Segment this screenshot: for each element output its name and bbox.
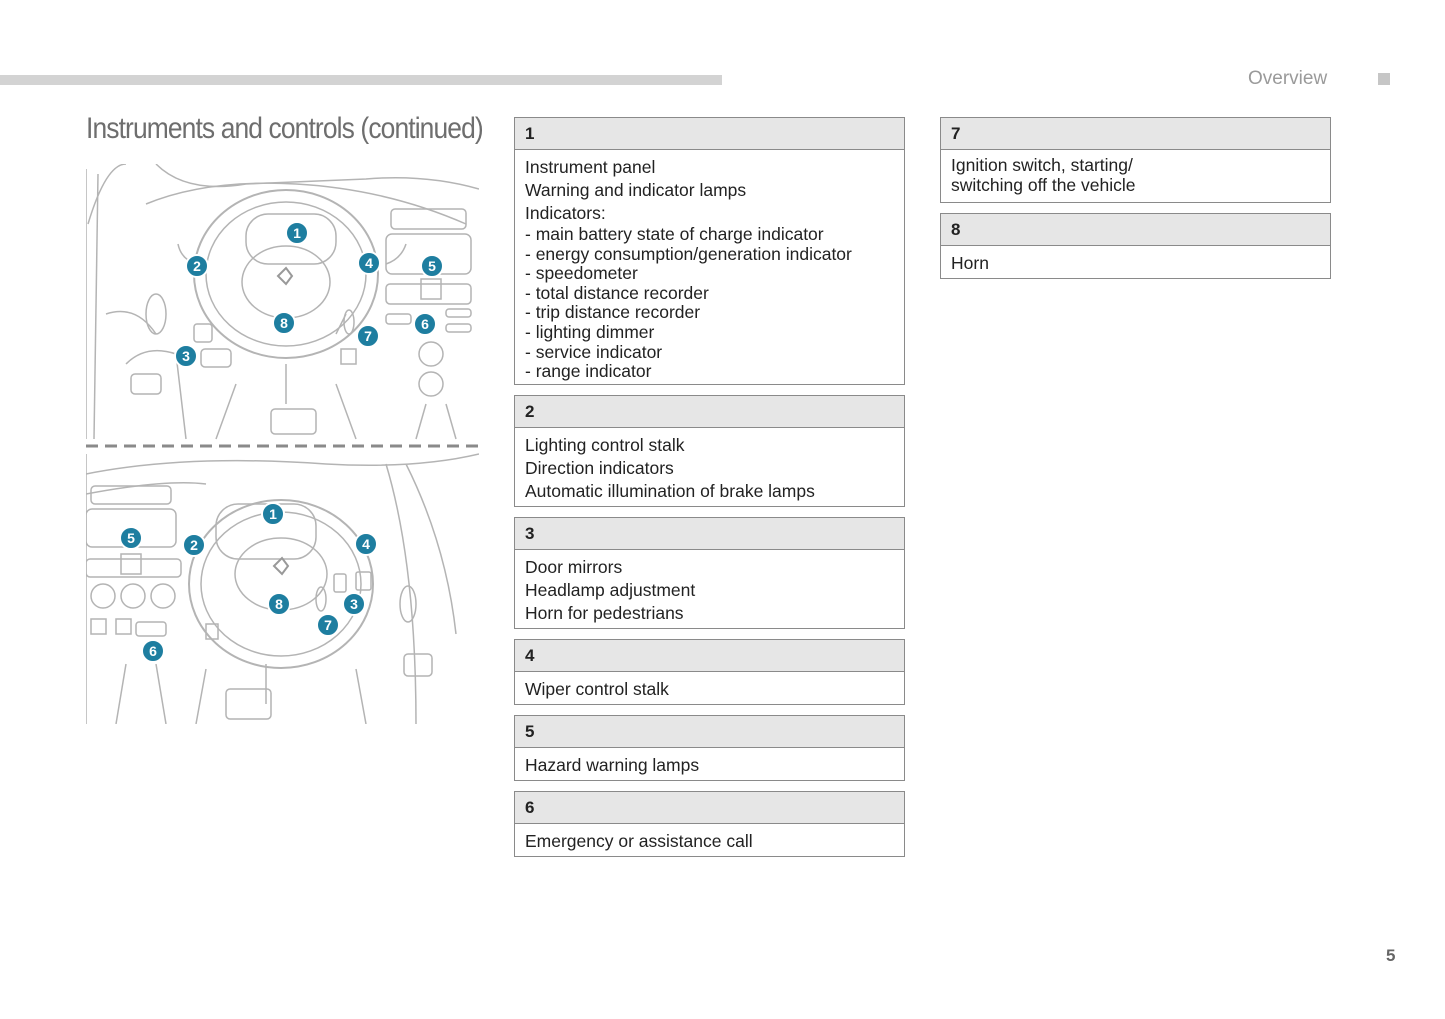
control-number: 5 — [515, 716, 904, 748]
indicator-list-item: - range indicator — [525, 361, 652, 382]
control-number: 2 — [515, 396, 904, 428]
callout-2: 2 — [182, 533, 206, 557]
svg-text:4: 4 — [362, 536, 370, 552]
control-description: Ignition switch, starting/ — [951, 155, 1133, 175]
callouts-rhd: 1 2 3 4 5 6 7 8 — [119, 502, 378, 663]
section-marker-icon — [1378, 73, 1390, 85]
svg-text:3: 3 — [182, 348, 190, 364]
callout-3: 3 — [174, 344, 198, 368]
control-description: Horn for pedestrians — [525, 603, 684, 623]
svg-text:3: 3 — [350, 596, 358, 612]
control-box-5: 5 Hazard warning lamps — [514, 715, 905, 781]
control-description: Horn — [951, 253, 989, 273]
callout-2: 2 — [185, 254, 209, 278]
control-box-6: 6 Emergency or assistance call — [514, 791, 905, 857]
indicator-list-item: - energy consumption/generation indicato… — [525, 243, 852, 264]
control-description: Automatic illumination of brake lamps — [525, 481, 815, 501]
callout-8: 8 — [272, 311, 296, 335]
callout-4: 4 — [354, 532, 378, 556]
svg-text:2: 2 — [190, 537, 198, 553]
svg-text:5: 5 — [127, 530, 135, 546]
callout-6: 6 — [141, 639, 165, 663]
callout-7: 7 — [356, 324, 380, 348]
control-description: Headlamp adjustment — [525, 580, 696, 600]
callout-5: 5 — [119, 526, 143, 550]
indicator-list-item: - trip distance recorder — [525, 302, 701, 323]
callout-7: 7 — [316, 613, 340, 637]
control-box-3: 3 Door mirrors Headlamp adjustment Horn … — [514, 517, 905, 629]
control-description: Wiper control stalk — [525, 679, 669, 699]
control-description: Hazard warning lamps — [525, 755, 700, 775]
svg-text:8: 8 — [280, 315, 288, 331]
control-description: Instrument panel — [525, 157, 656, 177]
control-number: 3 — [515, 518, 904, 550]
control-box-2: 2 Lighting control stalk Direction indic… — [514, 395, 905, 507]
control-number: 8 — [941, 214, 1330, 246]
control-number: 4 — [515, 640, 904, 672]
control-box-8: 8 Horn — [940, 213, 1331, 279]
dashboard-illustration: 1 2 3 4 5 6 7 8 1 2 3 4 5 6 7 8 — [86, 164, 479, 724]
control-number: 1 — [515, 118, 904, 150]
indicator-list-item: - total distance recorder — [525, 282, 709, 303]
control-description: Door mirrors — [525, 557, 623, 577]
control-description: Direction indicators — [525, 458, 674, 478]
control-box-4: 4 Wiper control stalk — [514, 639, 905, 705]
control-description: Indicators: — [525, 203, 606, 223]
callout-4: 4 — [357, 251, 381, 275]
callout-1: 1 — [261, 502, 285, 526]
svg-text:8: 8 — [275, 596, 283, 612]
control-description: Emergency or assistance call — [525, 831, 753, 851]
indicator-list-item: - service indicator — [525, 341, 663, 362]
callout-1: 1 — [285, 221, 309, 245]
svg-text:2: 2 — [193, 258, 201, 274]
callouts-lhd: 1 2 3 4 5 6 7 8 — [174, 221, 444, 368]
svg-text:1: 1 — [269, 506, 277, 522]
control-description: Warning and indicator lamps — [525, 180, 747, 200]
control-box-7: 7 Ignition switch, starting/ switching o… — [940, 117, 1331, 203]
control-number: 7 — [941, 118, 1330, 150]
callout-6: 6 — [413, 312, 437, 336]
header-rule — [0, 75, 722, 85]
section-title: Overview — [1248, 68, 1328, 89]
indicator-list-item: - speedometer — [525, 263, 638, 284]
svg-text:7: 7 — [324, 617, 332, 633]
control-box-1: 1 Instrument panel Warning and indicator… — [514, 117, 905, 385]
callout-3: 3 — [342, 592, 366, 616]
control-description: Lighting control stalk — [525, 435, 685, 455]
control-description: switching off the vehicle — [951, 174, 1136, 195]
page-number: 5 — [1386, 946, 1396, 965]
svg-text:6: 6 — [149, 643, 157, 659]
svg-text:4: 4 — [365, 255, 373, 271]
indicator-list-item: - main battery state of charge indicator — [525, 224, 824, 244]
svg-text:6: 6 — [421, 316, 429, 332]
svg-text:7: 7 — [364, 328, 372, 344]
page-title: Instruments and controls (continued) — [86, 112, 484, 145]
callout-8: 8 — [267, 592, 291, 616]
control-number: 6 — [515, 792, 904, 824]
indicator-list-item: - lighting dimmer — [525, 321, 655, 342]
callout-5: 5 — [420, 254, 444, 278]
svg-text:5: 5 — [428, 258, 436, 274]
svg-text:1: 1 — [293, 225, 301, 241]
